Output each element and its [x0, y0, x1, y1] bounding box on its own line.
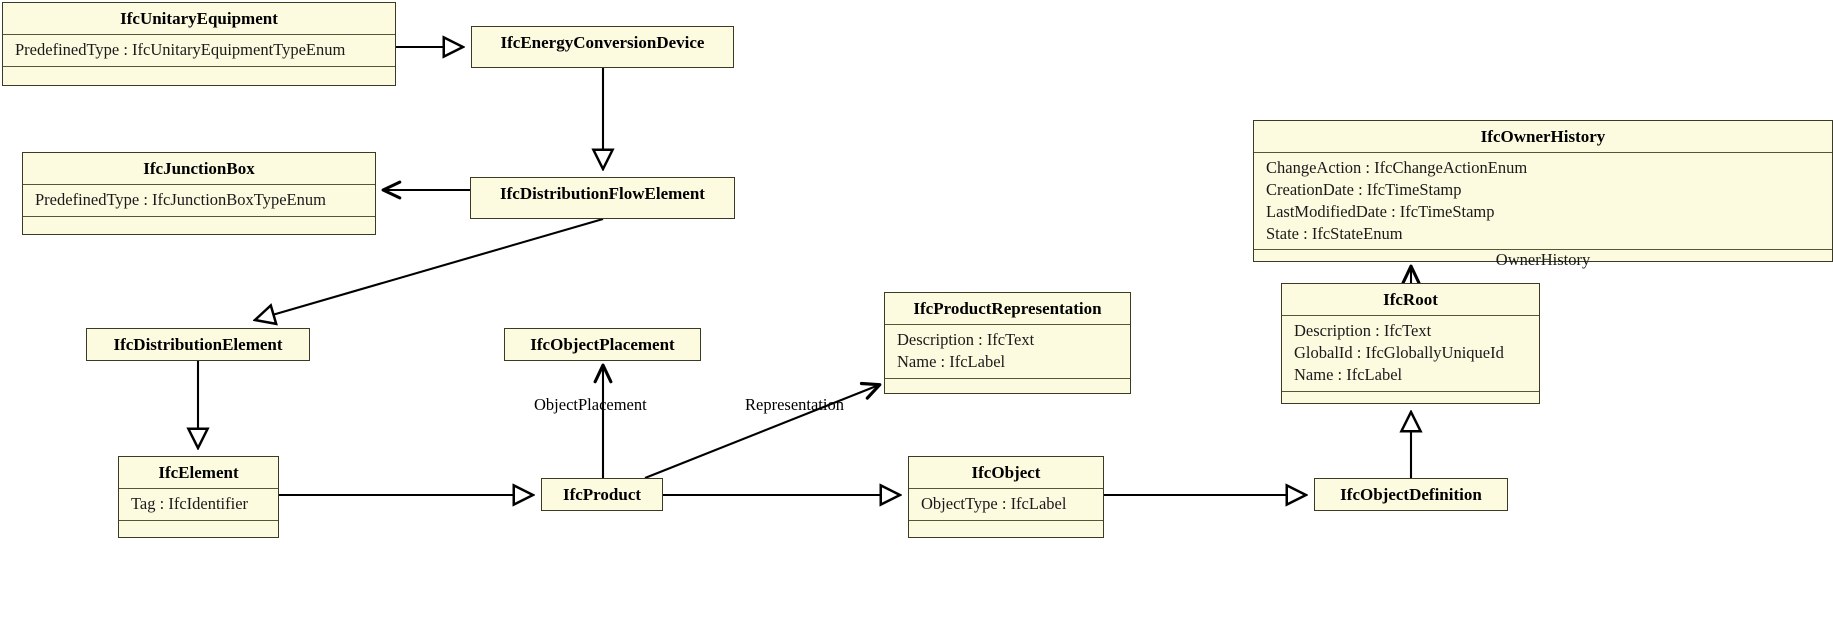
class-name-ifc-energy-conversion-device: IfcEnergyConversionDevice [500, 33, 705, 52]
class-operations-compartment [119, 521, 278, 540]
class-separator [23, 216, 375, 218]
class-box-ifc-owner-history[interactable]: IfcOwnerHistory ChangeAction : IfcChange… [1253, 120, 1833, 269]
attribute-row: Tag : IfcIdentifier [131, 494, 249, 514]
class-attributes-ifc-element: Tag : IfcIdentifier [119, 489, 278, 520]
class-role-label-owner-history: OwnerHistory [1495, 250, 1591, 270]
class-name-ifc-owner-history: IfcOwnerHistory [1480, 127, 1606, 146]
class-name-ifc-object-placement: IfcObjectPlacement [530, 335, 675, 354]
class-attributes-ifc-root: Description : IfcText GlobalId : IfcGlob… [1282, 316, 1539, 390]
attribute-row: ObjectType : IfcLabel [921, 494, 1067, 514]
class-operations-compartment [1282, 392, 1539, 411]
class-separator [909, 520, 1103, 522]
class-box-ifc-product[interactable]: IfcProduct [541, 478, 663, 511]
class-name-ifc-object-definition: IfcObjectDefinition [1340, 485, 1482, 504]
class-name-ifc-product-representation: IfcProductRepresentation [913, 299, 1102, 318]
class-box-ifc-object[interactable]: IfcObject ObjectType : IfcLabel [908, 456, 1104, 538]
attribute-row: Description : IfcText [897, 330, 1035, 350]
class-box-ifc-product-representation[interactable]: IfcProductRepresentation Description : I… [884, 292, 1131, 394]
class-box-ifc-junction-box[interactable]: IfcJunctionBox PredefinedType : IfcJunct… [22, 152, 376, 235]
class-name-ifc-junction-box: IfcJunctionBox [143, 159, 255, 178]
class-name-ifc-element: IfcElement [158, 463, 239, 482]
class-name-ifc-object: IfcObject [971, 463, 1041, 482]
class-separator [1254, 152, 1832, 154]
class-box-ifc-root[interactable]: IfcRoot Description : IfcText GlobalId :… [1281, 283, 1540, 404]
attribute-row: Name : IfcLabel [897, 352, 1006, 372]
class-box-ifc-distribution-flow-element[interactable]: IfcDistributionFlowElement [470, 177, 735, 219]
class-operations-compartment [909, 521, 1103, 540]
attribute-row: CreationDate : IfcTimeStamp [1266, 180, 1462, 200]
class-box-ifc-unitary-equipment[interactable]: IfcUnitaryEquipment PredefinedType : Ifc… [2, 2, 396, 86]
class-attributes-ifc-object: ObjectType : IfcLabel [909, 489, 1103, 520]
class-name-ifc-distribution-flow-element: IfcDistributionFlowElement [500, 184, 705, 203]
class-separator [1254, 249, 1832, 251]
edge-label-object-placement: ObjectPlacement [534, 395, 647, 414]
attribute-row: GlobalId : IfcGloballyUniqueId [1294, 343, 1504, 363]
class-box-ifc-energy-conversion-device[interactable]: IfcEnergyConversionDevice [471, 26, 734, 68]
class-separator [885, 377, 1130, 379]
attribute-row: Description : IfcText [1294, 321, 1432, 341]
class-separator [909, 488, 1103, 490]
class-name-ifc-distribution-element: IfcDistributionElement [113, 335, 283, 354]
class-box-ifc-object-definition[interactable]: IfcObjectDefinition [1314, 478, 1508, 511]
class-operations-compartment [23, 217, 375, 236]
class-separator [119, 488, 278, 490]
edge-label-representation: Representation [745, 395, 844, 414]
class-box-ifc-object-placement[interactable]: IfcObjectPlacement [504, 328, 701, 361]
class-name-ifc-unitary-equipment: IfcUnitaryEquipment [120, 9, 278, 28]
class-name-ifc-product: IfcProduct [562, 485, 642, 504]
class-separator [1282, 315, 1539, 317]
class-separator [119, 520, 278, 522]
class-operations-compartment [3, 67, 395, 86]
class-attributes-ifc-junction-box: PredefinedType : IfcJunctionBoxTypeEnum [23, 185, 375, 216]
class-attributes-ifc-unitary-equipment: PredefinedType : IfcUnitaryEquipmentType… [3, 35, 395, 66]
attribute-row: PredefinedType : IfcUnitaryEquipmentType… [15, 40, 346, 60]
class-separator [1282, 390, 1539, 392]
class-separator [885, 324, 1130, 326]
attribute-row: ChangeAction : IfcChangeActionEnum [1266, 158, 1528, 178]
class-attributes-ifc-owner-history: ChangeAction : IfcChangeActionEnum Creat… [1254, 153, 1832, 249]
attribute-row: LastModifiedDate : IfcTimeStamp [1266, 201, 1495, 221]
class-box-ifc-element[interactable]: IfcElement Tag : IfcIdentifier [118, 456, 279, 538]
attribute-row: PredefinedType : IfcJunctionBoxTypeEnum [35, 190, 326, 210]
class-operations-compartment [885, 379, 1130, 398]
class-separator [3, 34, 395, 36]
class-separator [23, 184, 375, 186]
class-separator [3, 66, 395, 68]
class-attributes-ifc-product-representation: Description : IfcText Name : IfcLabel [885, 325, 1130, 378]
attribute-row: State : IfcStateEnum [1266, 223, 1403, 243]
attribute-row: Name : IfcLabel [1294, 364, 1403, 384]
class-box-ifc-distribution-element[interactable]: IfcDistributionElement [86, 328, 310, 361]
class-name-ifc-root: IfcRoot [1383, 290, 1438, 309]
